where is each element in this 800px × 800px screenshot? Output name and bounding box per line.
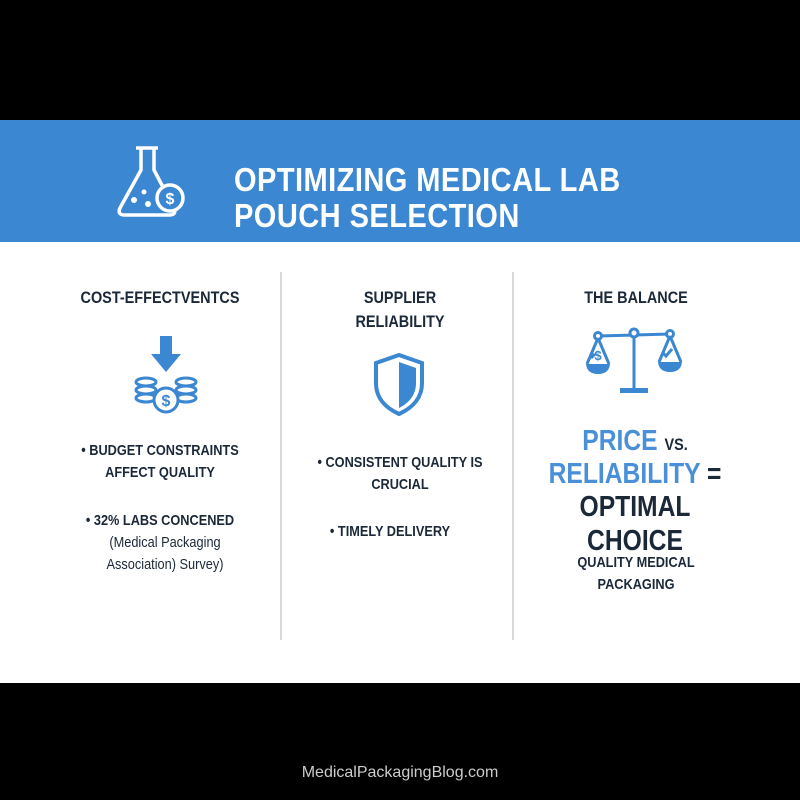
survey-note: (Medical Packaging Association) Survey) (106, 534, 224, 573)
equals-sign: = (707, 458, 722, 490)
balance-heading: THE BALANCE (584, 288, 688, 307)
reliability-line: RELIABILITY = (537, 457, 733, 491)
coins-down-arrow-icon: $ (134, 336, 198, 414)
bullet-item: • CONSISTENT QUALITY IS CRUCIAL (317, 454, 483, 493)
cost-heading: COST-EFFECTVENTCS (80, 288, 240, 307)
svg-text:$: $ (162, 393, 171, 410)
column-divider (280, 272, 282, 640)
content-panel (0, 242, 800, 683)
page-title: OPTIMIZING MEDICAL LAB POUCH SELECTION (234, 161, 621, 234)
price-vs-line: PRICE VS. (537, 424, 733, 462)
bullet-item: • 32% LABS CONCENED (85, 512, 235, 529)
price-text: PRICE (582, 425, 658, 457)
bullet-text: 32% LABS CONCENED (93, 512, 235, 529)
flask-icon: $ (117, 146, 185, 217)
svg-text:$: $ (166, 191, 175, 208)
bullet-item: • BUDGET CONSTRAINTS AFFECT QUALITY (81, 442, 239, 481)
footer-site: MedicalPackagingBlog.com (301, 764, 499, 781)
supplier-heading: SUPPLIER RELIABILITY (355, 288, 445, 331)
shield-icon (374, 352, 424, 416)
bullet-text: TIMELY DELIVERY (337, 523, 451, 540)
svg-text:$: $ (594, 348, 602, 363)
optimal-choice: OPTIMAL CHOICE (579, 491, 691, 557)
tagline: QUALITY MEDICAL PACKAGING (577, 554, 695, 593)
bullet-text: BUDGET CONSTRAINTS AFFECT QUALITY (89, 442, 239, 481)
scales-icon: $ (585, 327, 683, 393)
bullet-item: • TIMELY DELIVERY (329, 523, 451, 540)
vs-text: VS. (664, 435, 688, 454)
bullet-text: CONSISTENT QUALITY IS CRUCIAL (325, 454, 483, 493)
reliability-text: RELIABILITY (548, 458, 701, 490)
column-divider (512, 272, 514, 640)
